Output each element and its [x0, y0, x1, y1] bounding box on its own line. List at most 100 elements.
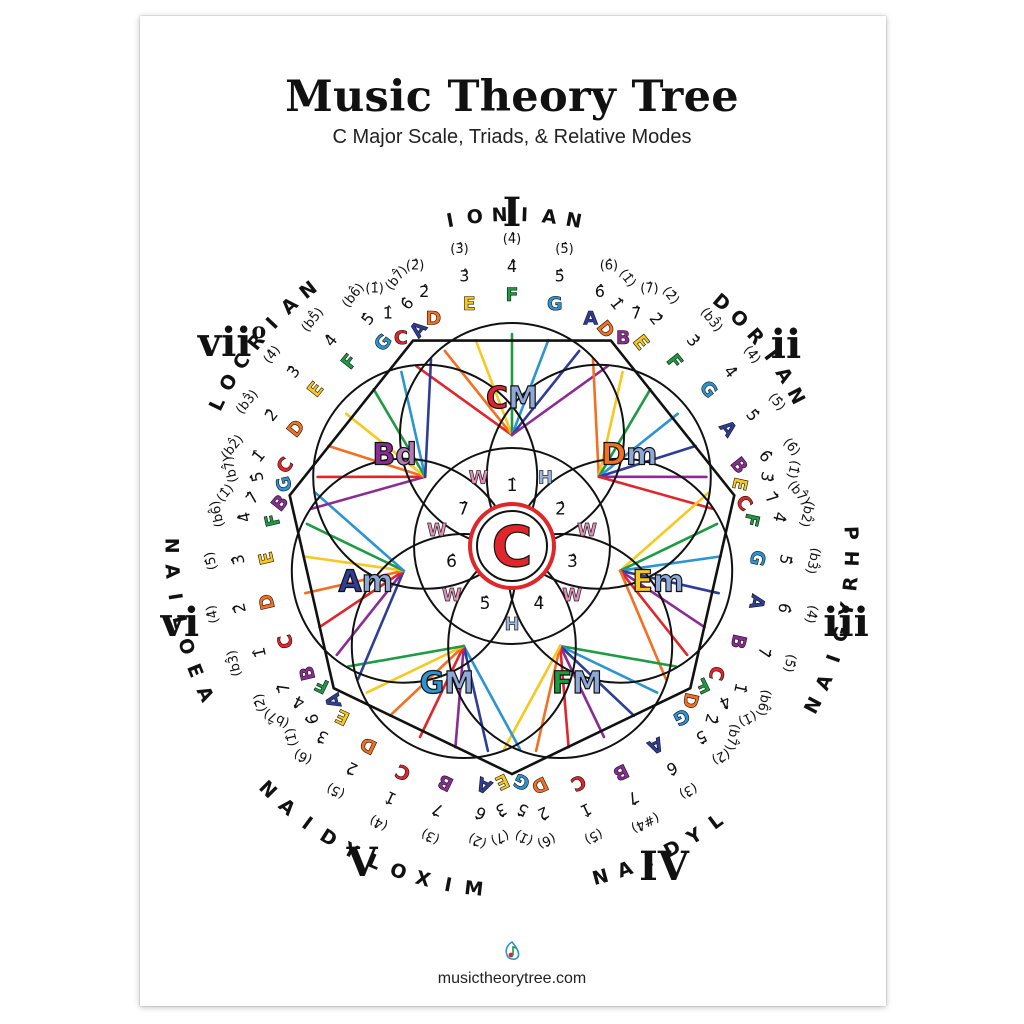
page-title: Music Theory Tree — [285, 72, 739, 122]
chord-root: A — [339, 564, 363, 599]
mode-note-b: B — [726, 632, 751, 651]
mode-note-g: G — [745, 548, 770, 568]
chord-root: B — [373, 438, 396, 473]
mode-name-letter: N — [295, 277, 321, 304]
mode-degree-label: 4̂ — [320, 331, 341, 351]
mode-interval-label: (b3̂) — [222, 648, 245, 678]
mode-degree-label: 6̂ — [774, 601, 795, 615]
inner-degree-label: 2̂ — [555, 499, 566, 519]
mode-degree-label: 1̂ — [606, 294, 627, 314]
mode-note-a: A — [583, 308, 598, 330]
mode-name-letter: A — [160, 563, 183, 580]
chord-label-iv: FM — [552, 666, 602, 701]
mode-note-b: B — [616, 327, 630, 349]
mode-degree-label: 6̂ — [595, 282, 605, 301]
center-inner-circle — [476, 510, 548, 582]
color-line-b — [558, 644, 606, 739]
mode-name-letter: H — [842, 550, 865, 567]
mode-degree-label: 4̂ — [720, 362, 741, 382]
color-line-c — [418, 644, 466, 739]
mode-note-f: F — [739, 511, 763, 529]
inner-degree-label: 6̂ — [446, 552, 457, 572]
chord-quality: m — [362, 564, 393, 599]
mode-interval-label: (2̂) — [251, 692, 270, 713]
mode-name-letter: O — [173, 636, 199, 658]
step-label-w: W — [469, 468, 489, 489]
color-line-a — [356, 569, 406, 681]
mode-degree-label: 3̂ — [492, 799, 509, 821]
mode-name-letter: O — [466, 205, 485, 229]
roman-numeral-vii: viio — [197, 318, 266, 366]
mode-degree-label: 7̂ — [242, 488, 263, 508]
mode-name-letter: A — [274, 794, 300, 820]
mode-note-b: B — [434, 769, 457, 795]
website-link[interactable]: musictheorytree.com — [437, 970, 587, 987]
mode-interval-label: (b2̂) — [796, 499, 819, 529]
inner-ring — [413, 447, 611, 645]
mode-note-a: A — [744, 592, 769, 612]
color-line-e — [502, 644, 562, 751]
mode-degree-label: 5̂ — [742, 405, 763, 425]
mode-interval-label: (5̂) — [202, 550, 221, 571]
mode-name-letter: N — [564, 208, 584, 233]
mode-name-letter: X — [413, 867, 433, 892]
mode-interval-label: (4̂) — [367, 811, 390, 833]
mode-degree-label: 3̂ — [314, 726, 331, 748]
mode-note-c: C — [392, 759, 414, 785]
heptagon-outline — [288, 339, 736, 776]
color-line-d — [618, 569, 668, 681]
mode-degree-label: 2̂ — [646, 309, 667, 329]
chord-quality: M — [572, 666, 602, 701]
mode-note-e: E — [303, 378, 328, 402]
color-line-e — [618, 491, 710, 573]
step-label-h: H — [538, 468, 553, 489]
chord-label-vii: Bd — [373, 438, 417, 473]
mode-interval-label: (1̂) — [283, 726, 302, 747]
mode-note-f: F — [506, 284, 519, 306]
color-line-d — [303, 569, 406, 595]
mode-interval-label: (7̂) — [640, 282, 658, 297]
color-line-f — [558, 644, 678, 668]
mode-degree-label: 2̂ — [535, 802, 552, 824]
mode-degree-label: 4̂ — [290, 691, 307, 713]
mode-name-letter: A — [811, 671, 837, 694]
mode-interval-label: (b2̂) — [217, 431, 247, 463]
mode-interval-label: (3̂) — [419, 825, 442, 847]
color-line-b — [510, 364, 609, 437]
mode-degree-label: 5̂ — [693, 726, 710, 748]
mode-degree-label: 3̂ — [757, 470, 778, 484]
mode-name-letter: I — [163, 592, 186, 602]
step-label-w: W — [427, 520, 447, 541]
mode-interval-label: (1̂) — [736, 707, 759, 729]
mode-name-letter: P — [840, 526, 863, 541]
step-label-w: W — [442, 585, 462, 606]
mode-degree-label: 5̂ — [357, 309, 378, 329]
mode-degree-label: 7̂ — [625, 787, 642, 809]
mode-degree-label: 7̂ — [631, 303, 641, 322]
chord-quality: M — [444, 666, 474, 701]
mode-degree-label: 4̂ — [769, 510, 790, 524]
mode-note-c: C — [272, 453, 298, 478]
inner-degree-label: 1̂ — [507, 476, 518, 496]
mode-interval-label: (2̂) — [466, 829, 489, 851]
mode-interval-label: (5̂) — [324, 779, 347, 801]
mode-note-d: D — [426, 308, 442, 330]
mode-degree-label: 4̂ — [507, 257, 517, 276]
mode-interval-label: (b6̂) — [205, 499, 228, 529]
step-label-w: W — [562, 585, 582, 606]
roman-numeral-ii: ii — [771, 321, 801, 368]
mode-degree-label: 7̂ — [429, 799, 446, 821]
mode-name-letter: L — [167, 614, 191, 631]
color-line-g — [314, 491, 406, 573]
mode-degree-label: 6̂ — [755, 446, 776, 466]
mode-degree-label: 7̂ — [754, 645, 775, 659]
mode-note-g: G — [370, 330, 397, 356]
mode-degree-label: 1̂ — [249, 645, 270, 659]
mode-name-letter: O — [725, 305, 752, 332]
mode-interval-label: (4̂) — [503, 232, 521, 247]
mode-degree-label: 3̂ — [683, 331, 704, 351]
chord-circle-iv — [447, 533, 674, 759]
mode-note-a: A — [473, 772, 496, 798]
color-line-e — [344, 412, 427, 479]
